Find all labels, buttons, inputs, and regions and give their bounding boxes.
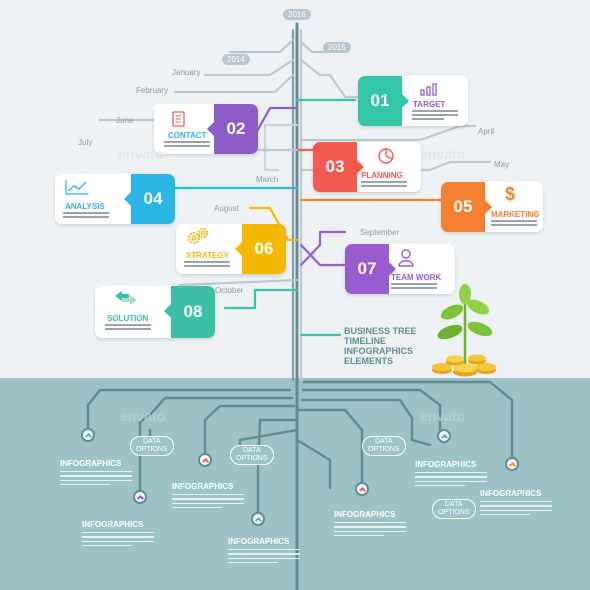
- watermark: envato: [120, 408, 166, 424]
- month-may: May: [494, 160, 510, 169]
- text-lines: [184, 261, 230, 269]
- month-april: April: [478, 127, 495, 136]
- headline-line-1: BUSINESS TREE: [344, 326, 417, 336]
- watermark: envato: [420, 408, 466, 424]
- card-marketing[interactable]: 05 $ MARKETING: [441, 182, 543, 232]
- pin-icon[interactable]: [251, 512, 265, 526]
- text-lines: [105, 324, 151, 332]
- line-chart-icon: [65, 180, 88, 195]
- card-target[interactable]: 01 TARGET: [358, 76, 468, 126]
- card-title: PLANNING: [361, 171, 403, 180]
- month-august: August: [214, 204, 239, 213]
- infographics-block: INFOGRAPHICS: [480, 489, 552, 516]
- pin-icon[interactable]: [81, 428, 95, 442]
- text-lines: [491, 220, 537, 228]
- pin-icon[interactable]: [133, 490, 147, 504]
- card-strategy[interactable]: 06 STRATEGY: [176, 224, 286, 274]
- arrows-icon: [115, 291, 137, 305]
- month-february: February: [136, 86, 169, 95]
- card-number: 03: [313, 142, 364, 192]
- year-2014: 2014: [222, 54, 250, 65]
- text-lines: [164, 141, 210, 149]
- card-title: STRATEGY: [186, 251, 229, 260]
- text-lines: [412, 110, 458, 122]
- gears-icon: [188, 228, 208, 244]
- year-2016: 2016: [283, 9, 311, 20]
- card-number: 04: [124, 174, 175, 224]
- infographics-block: INFOGRAPHICS: [172, 482, 244, 509]
- plant-coins-illustration: [432, 284, 496, 377]
- infographics-block: INFOGRAPHICS: [228, 537, 300, 564]
- card-number: 02: [207, 104, 258, 154]
- bar-chart-icon: [420, 83, 437, 96]
- pie-chart-icon: [378, 148, 394, 164]
- month-september: September: [360, 228, 400, 237]
- text-lines: [391, 283, 437, 291]
- month-july: July: [78, 138, 93, 147]
- card-title: SOLUTION: [107, 314, 149, 323]
- card-number: 08: [164, 286, 215, 338]
- document-icon: [172, 111, 185, 127]
- card-solution[interactable]: 08 SOLUTION: [95, 286, 215, 338]
- watermark: envato: [420, 146, 466, 162]
- text-lines: [361, 181, 407, 189]
- card-title: CONTACT: [168, 131, 207, 140]
- headline-line-4: ELEMENTS: [344, 356, 394, 366]
- card-planning[interactable]: 03 PLANNING: [313, 142, 421, 192]
- infographics-block: INFOGRAPHICS: [334, 510, 406, 537]
- card-title: MARKETING: [491, 210, 540, 219]
- month-october: October: [215, 286, 244, 295]
- card-title: TEAM WORK: [391, 273, 442, 282]
- card-number: 05: [441, 182, 492, 232]
- infographics-block: INFOGRAPHICS: [60, 459, 132, 486]
- card-number: 01: [358, 76, 409, 126]
- infographics-block: INFOGRAPHICS: [415, 460, 487, 487]
- card-contact[interactable]: 02 CONTACT: [154, 104, 258, 154]
- infographics-block: INFOGRAPHICS: [82, 520, 154, 547]
- pin-icon[interactable]: [505, 457, 519, 471]
- month-january: January: [172, 68, 201, 77]
- watermark: envato: [118, 146, 164, 162]
- month-june: June: [116, 116, 134, 125]
- pin-icon[interactable]: [355, 482, 369, 496]
- headline: BUSINESS TREE TIMELINE INFOGRAPHICS ELEM…: [344, 326, 417, 366]
- card-number: 07: [345, 244, 396, 294]
- headline-line-2: TIMELINE: [344, 336, 386, 346]
- card-title: TARGET: [413, 100, 446, 109]
- card-title: ANALYSIS: [65, 202, 105, 211]
- year-2015: 2015: [323, 42, 351, 53]
- pin-icon[interactable]: [437, 429, 451, 443]
- headline-line-3: INFOGRAPHICS: [344, 346, 414, 356]
- card-analysis[interactable]: 04 ANALYSIS: [55, 174, 175, 224]
- text-lines: [63, 212, 109, 220]
- pin-icon[interactable]: [198, 453, 212, 467]
- month-march: March: [256, 175, 279, 184]
- card-team-work[interactable]: 07 TEAM WORK: [345, 244, 455, 294]
- card-number: 06: [235, 224, 286, 274]
- user-icon: [398, 249, 414, 267]
- dollar-icon: $: [505, 184, 516, 204]
